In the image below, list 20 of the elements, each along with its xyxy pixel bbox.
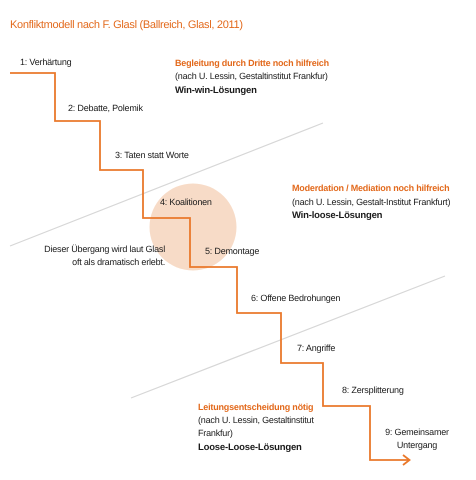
source-note: (nach U. Lessin, Gestaltinstitut Frankfur) [198,414,315,440]
step-label: 2: Debatte, Polemik [68,102,143,115]
source-note: (nach U. Lessin, Gestaltinstitut Frankfur) [175,70,328,83]
section-heading: Moderdation / Mediation noch hilfreich [292,182,450,195]
diagram-title: Konfliktmodell nach F. Glasl (Ballreich, Glasl, 2011) [10,18,243,32]
section-heading: Begleitung durch Dritte noch hilfreich [175,57,329,70]
source-note: (nach U. Lessin, Gestalt-Institut Frankfurt) [292,196,450,209]
step-label: 5: Demontage [205,245,260,258]
step-label: 9: Gemeinsamer Untergang [384,426,450,452]
step-label: 4: Koalitionen [160,196,212,209]
solution-type: Win-win-Lösungen [175,84,257,97]
solution-type: Loose-Loose-Lösungen [198,441,302,454]
solution-type: Win-loose-Lösungen [292,209,382,222]
annotation-text: Dieser Übergang wird laut Glasl oft als dramatisch erlebt. [43,243,165,269]
step-label: 3: Taten statt Worte [115,149,189,162]
step-label: 8: Zersplitterung [342,384,404,397]
step-label: 6: Offene Bedrohungen [251,292,340,305]
section-heading: Leitungsentscheidung nötig [198,401,314,414]
step-label: 1: Verhärtung [20,56,72,69]
step-label: 7: Angriffe [297,342,336,355]
